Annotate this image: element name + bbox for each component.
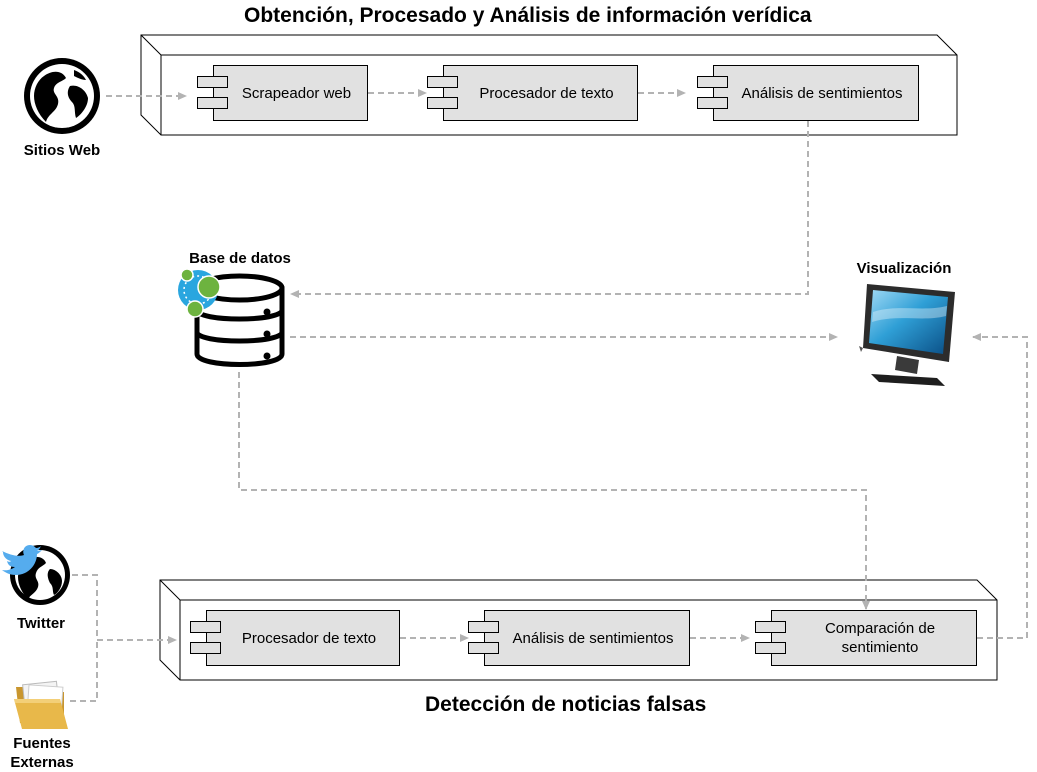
component-sentiment-analysis[interactable]: Análisis de sentimientos <box>697 65 919 121</box>
component-tab <box>697 97 728 109</box>
database-icon <box>178 268 285 367</box>
component-tab <box>468 642 499 654</box>
label-sitios-web: Sitios Web <box>23 142 101 159</box>
component-tab <box>468 621 499 633</box>
monitor-icon <box>859 284 955 386</box>
label-visualizacion: Visualización <box>856 260 952 277</box>
edge-twitter-merge <box>72 574 98 640</box>
twitter-icon <box>2 545 70 605</box>
component-bottom-sentiment-analysis[interactable]: Análisis de sentimientos <box>468 610 690 666</box>
component-text-processor[interactable]: Procesador de texto <box>427 65 638 121</box>
label-fuentes-externas: Fuentes Externas <box>10 735 74 771</box>
label-base-datos: Base de datos <box>189 250 291 267</box>
edge-db-comparison <box>238 372 870 610</box>
top-title: Obtención, Procesado y Análisis de infor… <box>244 4 812 27</box>
edge-comparison-visualization <box>972 333 1028 639</box>
component-label: Procesador de texto <box>479 84 614 102</box>
component-tab <box>755 642 786 654</box>
component-label: Procesador de texto <box>241 629 377 647</box>
component-label: Análisis de sentimientos <box>512 629 674 647</box>
component-tab <box>190 642 221 654</box>
edge-folder-merge <box>70 640 98 702</box>
component-bottom-text-processor[interactable]: Procesador de texto <box>190 610 400 666</box>
component-sentiment-comparison[interactable]: Comparación de sentimiento <box>755 610 977 666</box>
globe-icon <box>24 58 100 134</box>
component-label: Scrapeador web <box>241 84 352 102</box>
component-tab <box>190 621 221 633</box>
bottom-title: Detección de noticias falsas <box>425 693 707 716</box>
component-tab <box>697 76 728 88</box>
label-twitter: Twitter <box>16 615 66 632</box>
component-tab <box>197 97 228 109</box>
component-tab <box>755 621 786 633</box>
component-label: Análisis de sentimientos <box>741 84 903 102</box>
edge-sentiment-db <box>290 121 809 298</box>
component-tab <box>197 76 228 88</box>
folder-icon <box>14 680 68 729</box>
component-label: Comparación de sentimiento <box>824 620 936 656</box>
component-tab <box>427 97 458 109</box>
component-scraper[interactable]: Scrapeador web <box>197 65 368 121</box>
component-tab <box>427 76 458 88</box>
